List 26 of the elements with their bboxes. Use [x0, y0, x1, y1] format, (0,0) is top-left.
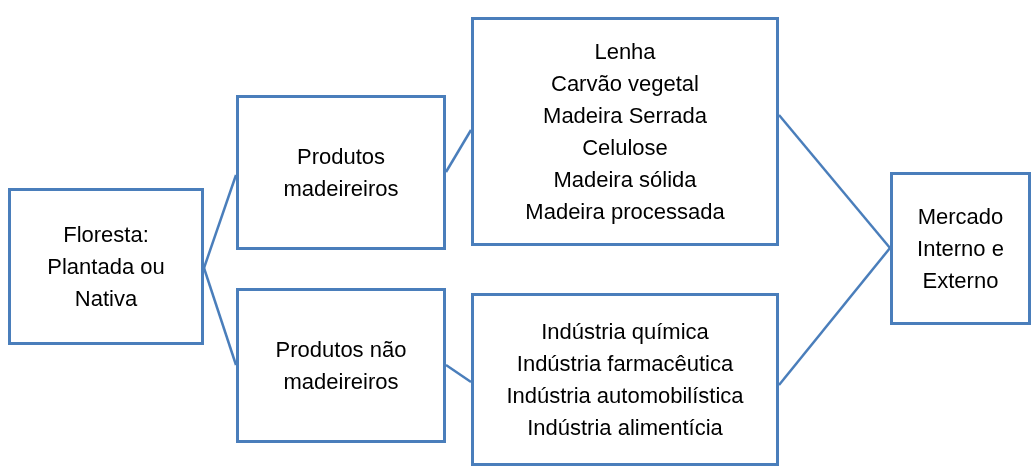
process-box [236, 288, 446, 443]
connector-line [202, 267, 238, 366]
box-text: Indústria farmacêutica [515, 349, 735, 378]
connector-line [778, 114, 891, 249]
box-text: Carvão vegetal [550, 69, 700, 98]
box-text: Produtos não madeireiros [274, 335, 408, 396]
box-text: Lenha [593, 37, 657, 66]
box-text: Madeira Serrada [542, 101, 708, 130]
box-text: Celulose [581, 133, 669, 162]
connector-line [202, 174, 238, 269]
box-text: Indústria alimentícia [526, 413, 724, 442]
box-text: Floresta: Plantada ou Nativa [46, 220, 166, 313]
process-box [471, 293, 779, 466]
box-text: Indústria automobilística [505, 381, 745, 410]
process-box [236, 95, 446, 250]
box-text: Madeira processada [524, 197, 726, 226]
process-box [8, 188, 204, 345]
process-box [890, 172, 1031, 325]
connector-line [445, 363, 472, 384]
process-box [471, 17, 779, 246]
box-text: Mercado Interno e Externo [916, 202, 1005, 295]
box-text: Madeira sólida [552, 165, 698, 194]
box-text: Produtos madeireiros [282, 142, 400, 203]
box-text: Indústria química [540, 317, 710, 346]
connector-line [444, 129, 473, 173]
connector-line [778, 247, 891, 386]
